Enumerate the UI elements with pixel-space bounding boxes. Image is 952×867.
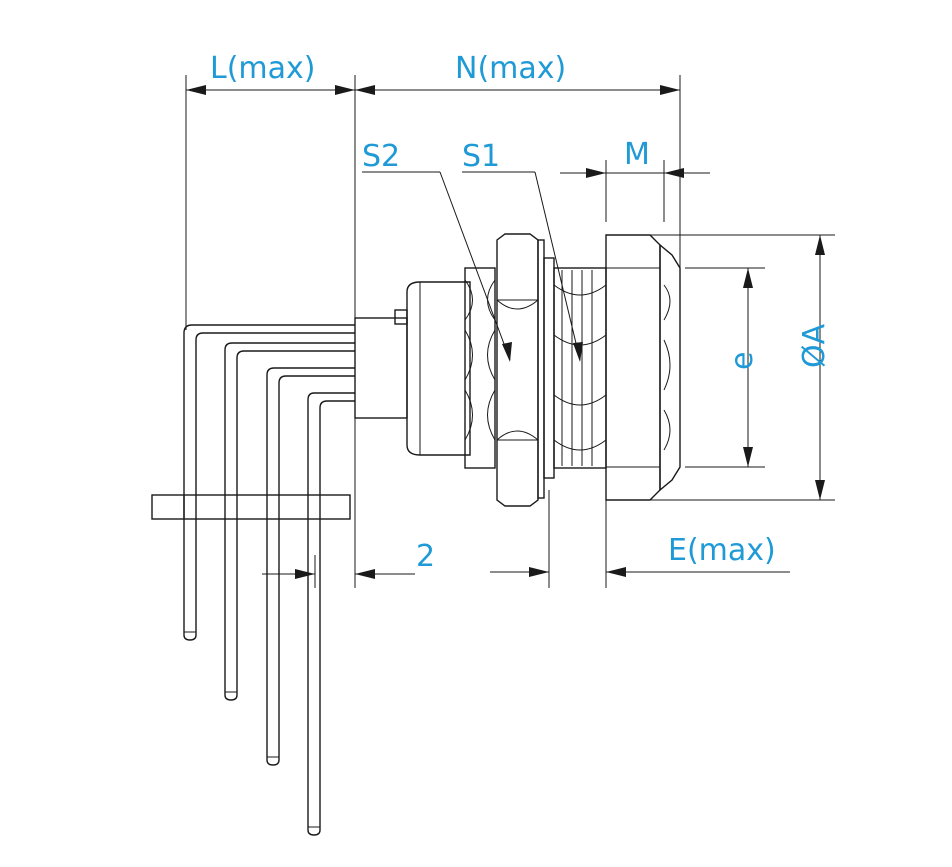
- labels: L(max) N(max) S2 S1 M e ØA 2 E(max): [210, 51, 832, 574]
- label-l-max: L(max): [210, 51, 315, 86]
- label-e: e: [725, 352, 760, 370]
- pins: [183, 324, 355, 836]
- connector-body: [354, 233, 681, 507]
- pcb-spacer: [151, 494, 351, 520]
- label-m: M: [624, 137, 650, 172]
- label-n-max: N(max): [455, 51, 566, 86]
- label-two: 2: [416, 539, 435, 574]
- label-e-max: E(max): [668, 533, 776, 568]
- label-s2: S2: [362, 139, 400, 174]
- dimension-lines: [185, 75, 835, 588]
- label-diameter-a: ØA: [797, 323, 832, 368]
- label-s1: S1: [462, 139, 500, 174]
